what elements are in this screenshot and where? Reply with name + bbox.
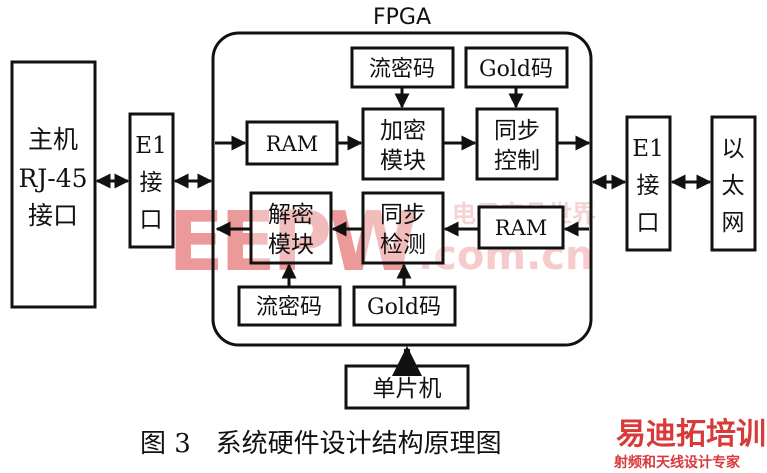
sync-detect-label-1: 同步: [380, 202, 426, 228]
decrypt-label-1: 解密: [268, 202, 314, 228]
stream-cipher-bottom-label: 流密码: [256, 295, 322, 320]
corner-watermark-title: 易迪拓培训: [616, 417, 766, 452]
e1-interface-right: [625, 115, 672, 252]
figure-caption: 图 3 系统硬件设计结构原理图: [140, 429, 502, 459]
corner-watermark: 易迪拓培训 射频和天线设计专家: [613, 417, 766, 471]
gold-code-bottom: [352, 285, 457, 327]
encrypt-label-2: 模块: [380, 148, 426, 174]
fpga-container: [211, 31, 593, 347]
corner-watermark-sub: 射频和天线设计专家: [613, 454, 741, 471]
e1-right-label-1: E1: [632, 136, 663, 162]
host-label-1: 主机: [28, 125, 78, 154]
e1-left-label-3: 口: [140, 207, 163, 233]
e1-interface-left: [128, 112, 175, 249]
fpga-label: FPGA: [373, 5, 431, 30]
ethernet-label-3: 网: [722, 210, 745, 236]
ram-top-label: RAM: [266, 132, 318, 156]
ethernet-label-1: 以: [722, 136, 745, 162]
sync-control-label-1: 同步: [494, 118, 540, 144]
decrypt-label-2: 模块: [268, 232, 314, 258]
host-label-2: RJ-45: [18, 164, 87, 193]
stream-cipher-top-label: 流密码: [369, 57, 435, 82]
ethernet-block: [710, 115, 757, 252]
ram-top: [245, 120, 339, 166]
ethernet-label-2: 太: [722, 173, 745, 199]
e1-left-label-2: 接: [140, 170, 163, 196]
sync-detect: [361, 191, 445, 265]
ram-bottom: [477, 205, 565, 250]
e1-right-label-3: 口: [637, 210, 660, 236]
e1-right-label-2: 接: [637, 173, 660, 199]
host-label-3: 接口: [28, 201, 78, 230]
gold-code-bottom-label: Gold码: [367, 295, 441, 320]
ram-bottom-label: RAM: [495, 216, 547, 240]
sync-control-label-2: 控制: [494, 148, 540, 174]
gold-code-top-label: Gold码: [479, 57, 553, 82]
connectors: [95, 87, 712, 376]
host-rj45-block: [10, 60, 97, 309]
sync-detect-label-2: 检测: [380, 232, 426, 258]
e1-left-label-1: E1: [135, 133, 166, 159]
sync-control: [475, 107, 559, 181]
gold-code-top: [464, 46, 569, 89]
encrypt-module: [361, 107, 445, 181]
encrypt-label-1: 加密: [380, 118, 426, 144]
decrypt-module: [249, 191, 333, 265]
mcu-label: 单片机: [373, 376, 442, 402]
